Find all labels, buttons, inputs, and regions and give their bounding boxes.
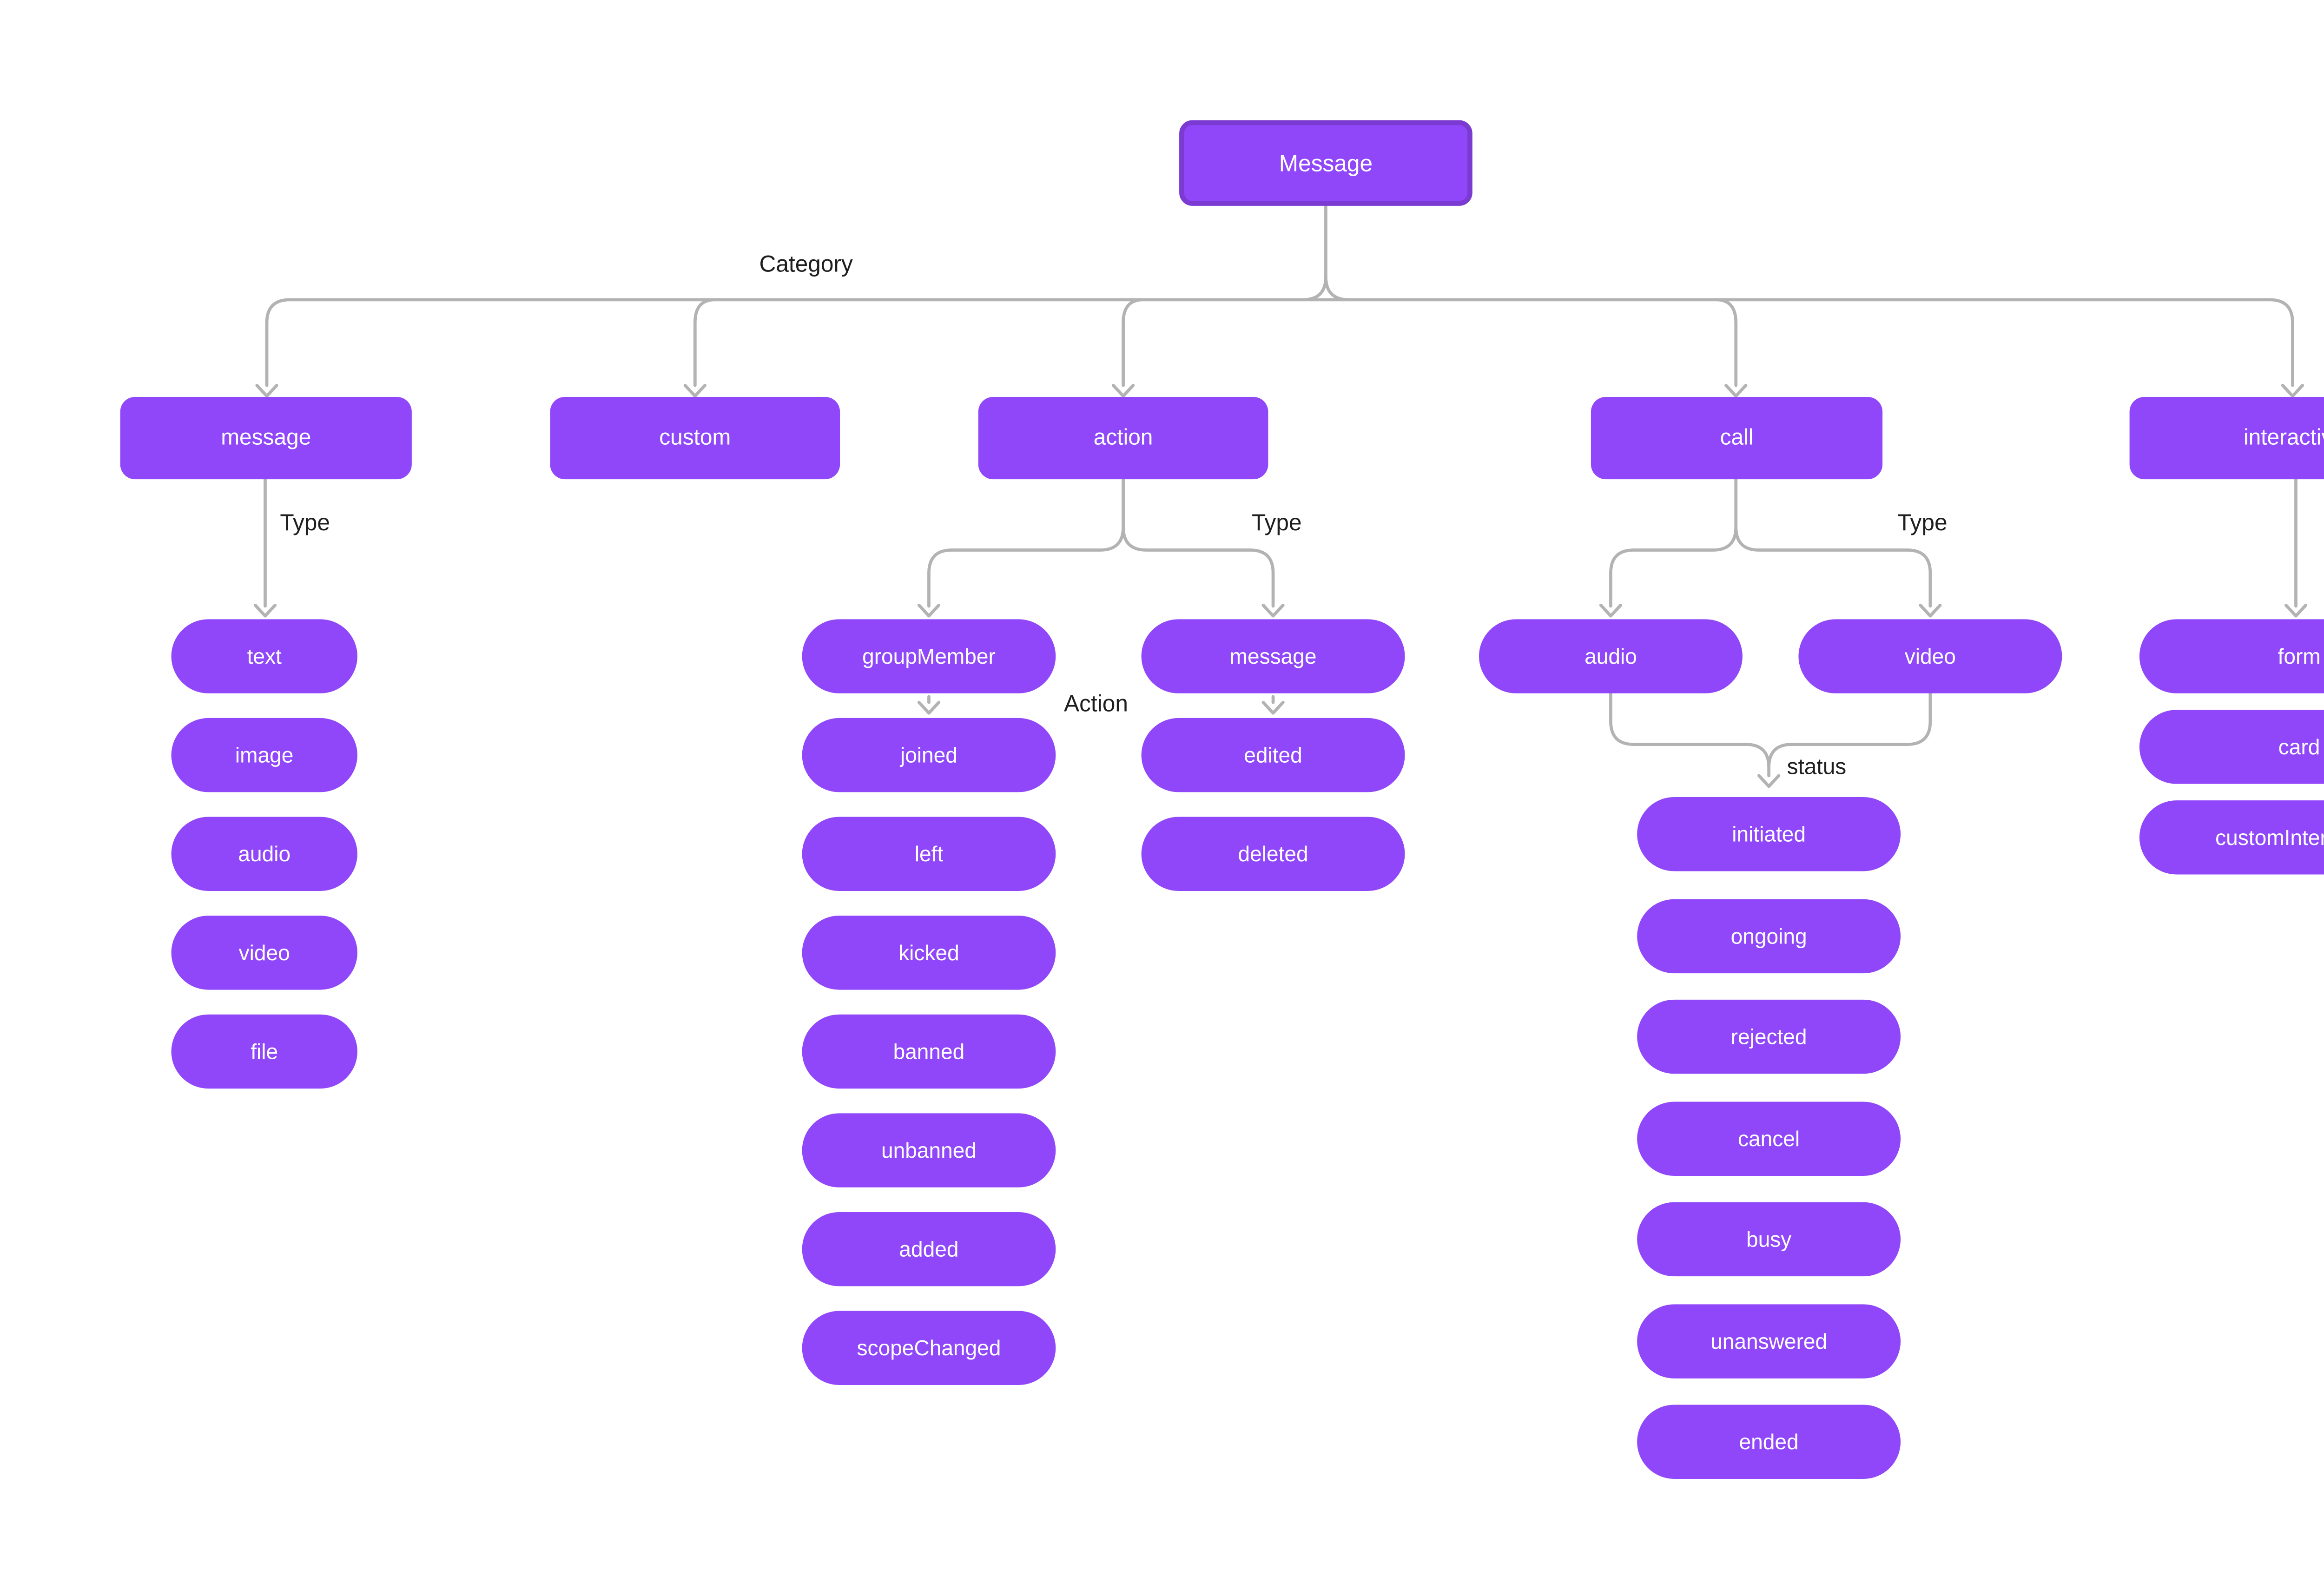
node-action-edited: edited — [1141, 718, 1405, 792]
node-action-banned: banned — [802, 1014, 1056, 1089]
node-action-left: left — [802, 817, 1056, 891]
node-category-interactive: interactive — [2129, 396, 2324, 480]
node-type-image: image — [171, 718, 357, 792]
node-type-text: text — [171, 619, 357, 693]
node-action-joined: joined — [802, 718, 1056, 792]
node-status-cancel: cancel — [1637, 1102, 1901, 1176]
node-status-ongoing: ongoing — [1637, 899, 1901, 974]
node-status-initiated: initiated — [1637, 797, 1901, 871]
node-type-form: form — [2139, 619, 2324, 693]
node-type-custominteractive: customInteractive — [2139, 800, 2324, 875]
node-calltype-audio: audio — [1479, 619, 1743, 693]
edge-action-split — [917, 477, 1285, 618]
node-action-added: added — [802, 1212, 1056, 1286]
edge-label-type-call: Type — [1897, 508, 1948, 535]
node-status-ended: ended — [1637, 1405, 1901, 1479]
node-type-video: video — [171, 916, 357, 990]
node-action-unbanned: unbanned — [802, 1113, 1056, 1187]
edge-message-to-text — [253, 477, 277, 618]
node-category-call: call — [1591, 396, 1883, 480]
node-action-deleted: deleted — [1141, 817, 1405, 891]
edge-groupmember-to-joined — [917, 695, 941, 715]
edge-label-type-action: Type — [1251, 508, 1302, 535]
node-type-file: file — [171, 1014, 357, 1089]
edge-message-to-edited — [1261, 695, 1285, 715]
arrowheads-categories — [255, 383, 2304, 398]
node-category-custom: custom — [550, 396, 840, 480]
node-type-groupmember: groupMember — [802, 619, 1056, 693]
node-status-rejected: rejected — [1637, 999, 1901, 1074]
edge-audio-video-merge-to-status — [1609, 692, 1932, 788]
edge-label-type-message: Type — [280, 508, 330, 535]
node-status-unanswered: unanswered — [1637, 1304, 1901, 1379]
node-action-kicked: kicked — [802, 916, 1056, 990]
node-action-scopechanged: scopeChanged — [802, 1311, 1056, 1385]
node-type-action-message: message — [1141, 619, 1405, 693]
edge-root-to-categories — [265, 204, 2294, 387]
node-type-audio: audio — [171, 817, 357, 891]
node-root-message: Message — [1179, 120, 1472, 206]
node-category-message: message — [120, 396, 412, 480]
edge-label-status: status — [1787, 754, 1847, 779]
edge-label-category: Category — [759, 250, 853, 277]
node-type-card: card — [2139, 710, 2324, 784]
node-status-busy: busy — [1637, 1202, 1901, 1277]
edge-call-split — [1599, 477, 1942, 618]
edge-label-action: Action — [1064, 690, 1128, 717]
node-category-action: action — [978, 396, 1268, 480]
edge-interactive-to-form — [2284, 477, 2308, 618]
node-calltype-video: video — [1798, 619, 2062, 693]
